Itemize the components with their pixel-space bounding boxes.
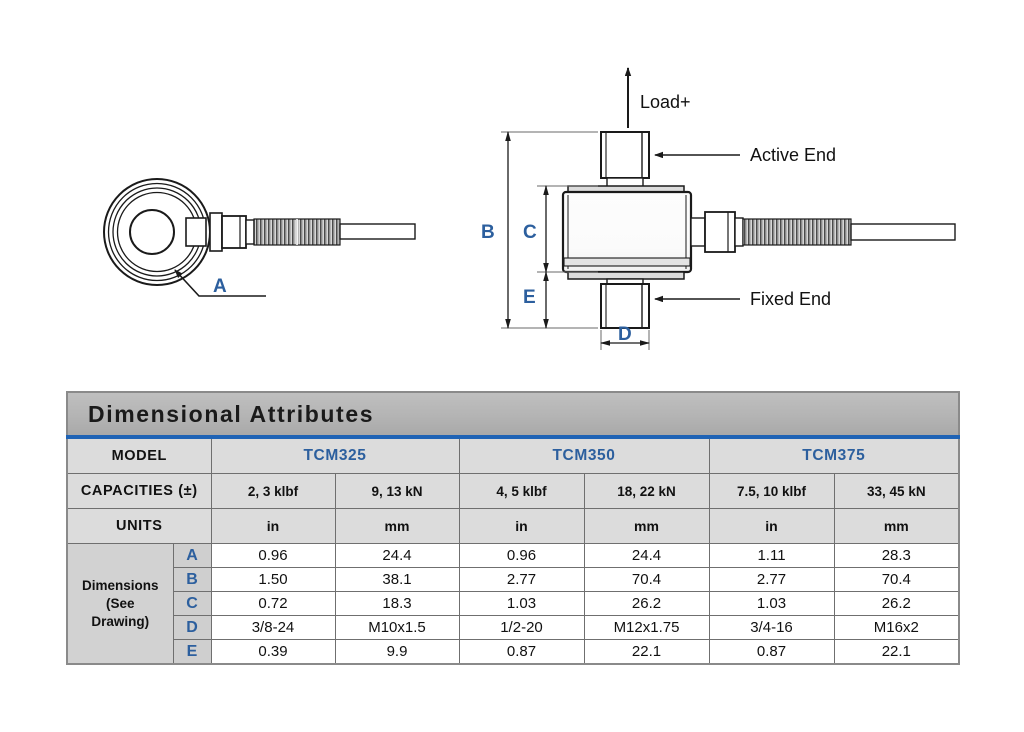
model-name-2: TCM375 <box>802 447 866 464</box>
capacity-cell-2: 4, 5 klbf <box>458 473 585 509</box>
dim-e-value-5: 22.1 <box>833 639 960 665</box>
dimension-c-label: C <box>523 222 537 243</box>
dim-letter-d: D <box>172 615 212 640</box>
dim-c-value-1: 18.3 <box>334 591 460 616</box>
dim-c-value-0: 0.72 <box>210 591 336 616</box>
dim-d-value-3: M12x1.75 <box>583 615 710 640</box>
dimensions-label-line2: (See <box>105 595 135 611</box>
row-label-dimensions: Dimensions (See Drawing) <box>66 543 174 665</box>
dim-letter-e: E <box>172 639 212 665</box>
end-view-callout-a: A <box>213 276 227 297</box>
dim-a-value-4: 1.11 <box>708 543 835 568</box>
model-cell-2: TCM375 <box>708 436 960 474</box>
end-view-drawing: A <box>103 178 416 297</box>
dim-b-value-4: 2.77 <box>708 567 835 592</box>
table-title-cell: Dimensional Attributes <box>67 392 960 439</box>
dim-b-value-1: 38.1 <box>334 567 460 592</box>
model-cell-0: TCM325 <box>210 436 460 474</box>
capacity-cell-3: 18, 22 kN <box>583 473 710 509</box>
dim-b-value-0: 1.50 <box>210 567 336 592</box>
dim-a-value-2: 0.96 <box>458 543 585 568</box>
side-view-drawing: Load+ Active End Fixed E <box>481 67 956 350</box>
dim-d-value-1: M10x1.5 <box>334 615 460 640</box>
capacity-cell-5: 33, 45 kN <box>833 473 960 509</box>
dim-letter-a: A <box>172 543 212 568</box>
dim-c-value-3: 26.2 <box>583 591 710 616</box>
dim-a-value-3: 24.4 <box>583 543 710 568</box>
model-name-0: TCM325 <box>303 447 367 464</box>
table-row-dim-a: Dimensions (See Drawing) A 0.96 24.4 0.9… <box>66 543 960 665</box>
dim-a-value-0: 0.96 <box>210 543 336 568</box>
table-row-dim-d: D 3/8-24 M10x1.5 1/2-20 M12x1.75 3/4-16 … <box>67 615 960 640</box>
table-row-model: MODEL TCM325 TCM350 TCM375 <box>66 436 960 474</box>
table-title-row: Dimensional Attributes <box>67 392 960 439</box>
dim-c-value-4: 1.03 <box>708 591 835 616</box>
capacity-cell-1: 9, 13 kN <box>334 473 460 509</box>
dimension-b-label: B <box>481 222 495 243</box>
dim-d-value-4: 3/4-16 <box>708 615 835 640</box>
table-row-dim-c: C 0.72 18.3 1.03 26.2 1.03 26.2 <box>67 591 960 616</box>
units-cell-3: mm <box>583 508 710 544</box>
dim-e-value-3: 22.1 <box>583 639 710 665</box>
dim-c-value-2: 1.03 <box>458 591 585 616</box>
table-row-units: UNITS in mm in mm in mm <box>66 508 960 544</box>
capacity-cell-0: 2, 3 klbf <box>210 473 336 509</box>
drawings-area: A Load+ Active <box>103 67 956 350</box>
table-row-capacities: CAPACITIES (±) 2, 3 klbf 9, 13 kN 4, 5 k… <box>66 473 960 509</box>
units-cell-0: in <box>210 508 336 544</box>
dimension-e-label: E <box>523 287 536 308</box>
dim-c-value-5: 26.2 <box>833 591 960 616</box>
dim-a-value-1: 24.4 <box>334 543 460 568</box>
units-cell-1: mm <box>334 508 460 544</box>
table-title: Dimensional Attributes <box>88 400 375 427</box>
dimensions-label-line3: Drawing) <box>91 613 150 629</box>
units-cell-4: in <box>708 508 835 544</box>
dim-e-value-0: 0.39 <box>210 639 336 665</box>
dim-letter-c: C <box>172 591 212 616</box>
units-cell-5: mm <box>833 508 960 544</box>
dimensional-attributes-table: Dimensional Attributes MODEL TCM325 TCM3… <box>66 391 961 665</box>
dim-d-value-2: 1/2-20 <box>458 615 585 640</box>
load-arrow-label: Load+ <box>640 92 691 112</box>
dim-b-value-2: 2.77 <box>458 567 585 592</box>
units-cell-2: in <box>458 508 585 544</box>
dim-b-value-3: 70.4 <box>583 567 710 592</box>
active-end-label: Active End <box>750 145 836 165</box>
dimension-d-label: D <box>618 324 632 345</box>
dim-e-value-4: 0.87 <box>708 639 835 665</box>
dim-e-value-1: 9.9 <box>334 639 460 665</box>
dim-letter-b: B <box>172 567 212 592</box>
row-label-units: UNITS <box>66 508 212 544</box>
dim-d-value-0: 3/8-24 <box>210 615 336 640</box>
model-name-1: TCM350 <box>552 447 616 464</box>
dim-b-value-5: 70.4 <box>833 567 960 592</box>
table-row-dim-e: E 0.39 9.9 0.87 22.1 0.87 22.1 <box>67 639 960 665</box>
row-label-capacities: CAPACITIES (±) <box>66 473 212 509</box>
dimensions-label-line1: Dimensions <box>81 577 159 593</box>
dim-e-value-2: 0.87 <box>458 639 585 665</box>
table-row-dim-b: B 1.50 38.1 2.77 70.4 2.77 70.4 <box>67 567 960 592</box>
model-cell-1: TCM350 <box>458 436 710 474</box>
fixed-end-label: Fixed End <box>750 289 831 309</box>
dim-d-value-5: M16x2 <box>833 615 960 640</box>
capacity-cell-4: 7.5, 10 klbf <box>708 473 835 509</box>
row-label-model: MODEL <box>66 436 212 474</box>
dim-a-value-5: 28.3 <box>833 543 960 568</box>
